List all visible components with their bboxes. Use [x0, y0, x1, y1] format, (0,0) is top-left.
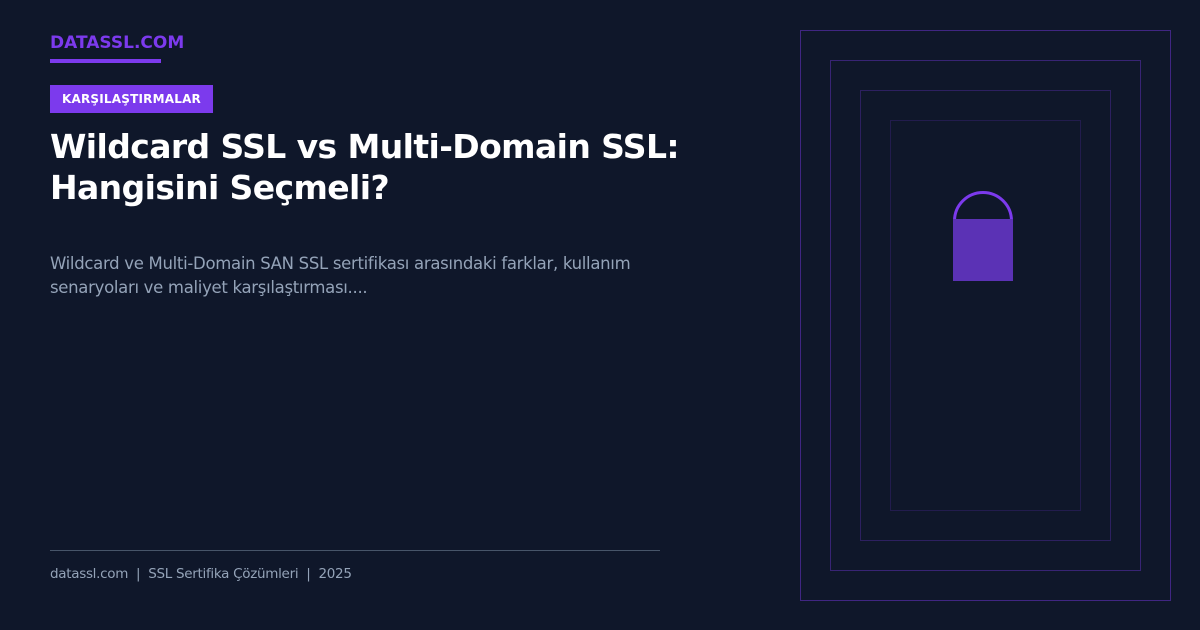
brand-underline [50, 59, 161, 63]
footer-text: datassl.com | SSL Sertifika Çözümleri | … [50, 566, 352, 582]
article-title: Wildcard SSL vs Multi-Domain SSL: Hangis… [50, 127, 680, 207]
footer-divider [50, 550, 660, 551]
article-description: Wildcard ve Multi-Domain SAN SSL sertifi… [50, 254, 631, 297]
frame-3 [860, 90, 1111, 541]
frame-outer [800, 30, 1171, 601]
frame-inner [890, 120, 1081, 511]
padlock-icon [953, 191, 1013, 281]
brand-logo-text: DATASSL.COM [50, 33, 185, 53]
category-badge: KARŞILAŞTIRMALAR [50, 85, 214, 113]
frame-2 [830, 60, 1141, 571]
